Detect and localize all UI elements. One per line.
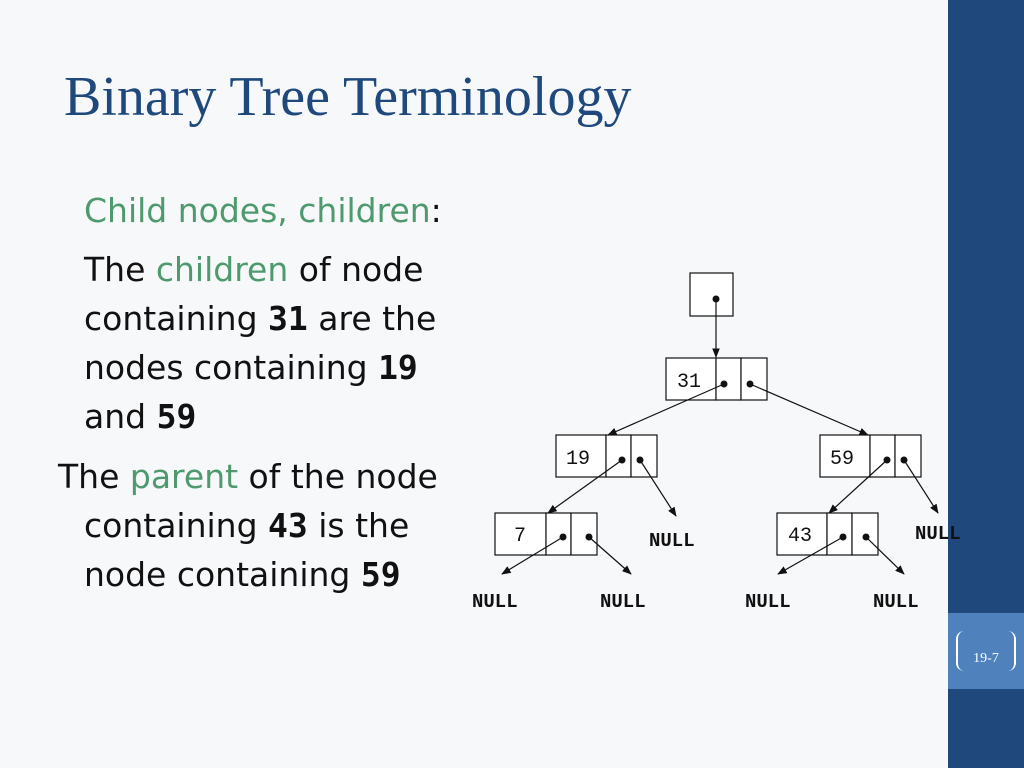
- pointer-dot: [712, 295, 720, 303]
- slide-background: [0, 0, 948, 768]
- page-number-badge: 19-7: [948, 613, 1024, 689]
- tree-node-19: [555, 434, 658, 478]
- null-label: NULL: [600, 591, 646, 613]
- pointer-dot: [636, 456, 644, 464]
- edge-31-to-59: [749, 383, 869, 436]
- text-fragment: of node: [288, 250, 424, 289]
- null-label: NULL: [649, 530, 695, 552]
- text-fragment: containing: [84, 299, 269, 338]
- node-value-19: 19: [566, 448, 590, 471]
- body-line-7: containing 43 is the: [84, 501, 409, 550]
- tree-node-43: [776, 512, 879, 556]
- pointer-dot: [900, 456, 908, 464]
- pointer-dot: [585, 533, 593, 541]
- edge-43-to-null-left: [777, 536, 844, 575]
- text-fragment: nodes containing: [84, 348, 379, 387]
- tree-node-7: [494, 512, 598, 556]
- term-children: children: [155, 250, 289, 289]
- colon: :: [430, 191, 442, 230]
- null-label: NULL: [745, 591, 791, 613]
- value-59: 59: [360, 555, 401, 594]
- pointer-dot: [839, 533, 847, 541]
- text-fragment: are the: [307, 299, 437, 338]
- pointer-dot: [618, 456, 626, 464]
- pointer-dot: [720, 380, 728, 388]
- pointer-dot: [559, 533, 567, 541]
- value-19: 19: [378, 348, 418, 387]
- text-fragment: is the: [307, 506, 410, 545]
- null-label: NULL: [472, 591, 518, 613]
- body-line-8: node containing 59: [84, 550, 401, 599]
- root-pointer-box: [689, 272, 734, 317]
- tree-node-59: [819, 434, 922, 478]
- slide-title: Binary Tree Terminology: [64, 66, 632, 128]
- edge-7-to-null-left: [501, 536, 564, 575]
- node-value-7: 7: [514, 525, 526, 548]
- edge-31-to-19: [607, 383, 725, 436]
- value-31: 31: [268, 299, 308, 338]
- edge-59-to-null: [903, 459, 939, 514]
- body-line-1: Child nodes, children:: [84, 186, 442, 235]
- body-line-3: containing 31 are the: [84, 294, 436, 343]
- null-label: NULL: [873, 591, 919, 613]
- edge-19-to-null: [639, 459, 677, 517]
- edge-59-to-43: [828, 459, 888, 514]
- edge-43-to-null-right: [865, 536, 905, 575]
- node-value-43: 43: [788, 525, 812, 548]
- tree-node-31: [665, 357, 768, 401]
- body-line-2: The children of node: [84, 245, 423, 294]
- null-label: NULL: [915, 523, 961, 545]
- body-line-5: and 59: [84, 392, 196, 441]
- node-value-59: 59: [830, 448, 854, 471]
- text-fragment: containing: [84, 506, 269, 545]
- text-fragment: of the node: [238, 457, 438, 496]
- edge-19-to-7: [547, 459, 623, 514]
- value-59: 59: [156, 397, 197, 436]
- node-value-31: 31: [677, 371, 701, 394]
- edge-7-to-null-right: [588, 536, 632, 575]
- text-fragment: The: [58, 457, 130, 496]
- text-fragment: node containing: [84, 555, 361, 594]
- term-parent: parent: [129, 457, 239, 496]
- page-number: 19-7: [973, 651, 999, 666]
- text-fragment: and: [84, 397, 157, 436]
- pointer-dot: [746, 380, 754, 388]
- body-line-4: nodes containing 19: [84, 343, 418, 392]
- text-fragment: The: [84, 250, 156, 289]
- pointer-dot: [883, 456, 891, 464]
- pointer-dot: [862, 533, 870, 541]
- page-number-frame: [956, 631, 1016, 671]
- term-child-nodes: Child nodes, children: [84, 191, 431, 230]
- value-43: 43: [268, 506, 308, 545]
- body-line-6: The parent of the node: [58, 452, 438, 501]
